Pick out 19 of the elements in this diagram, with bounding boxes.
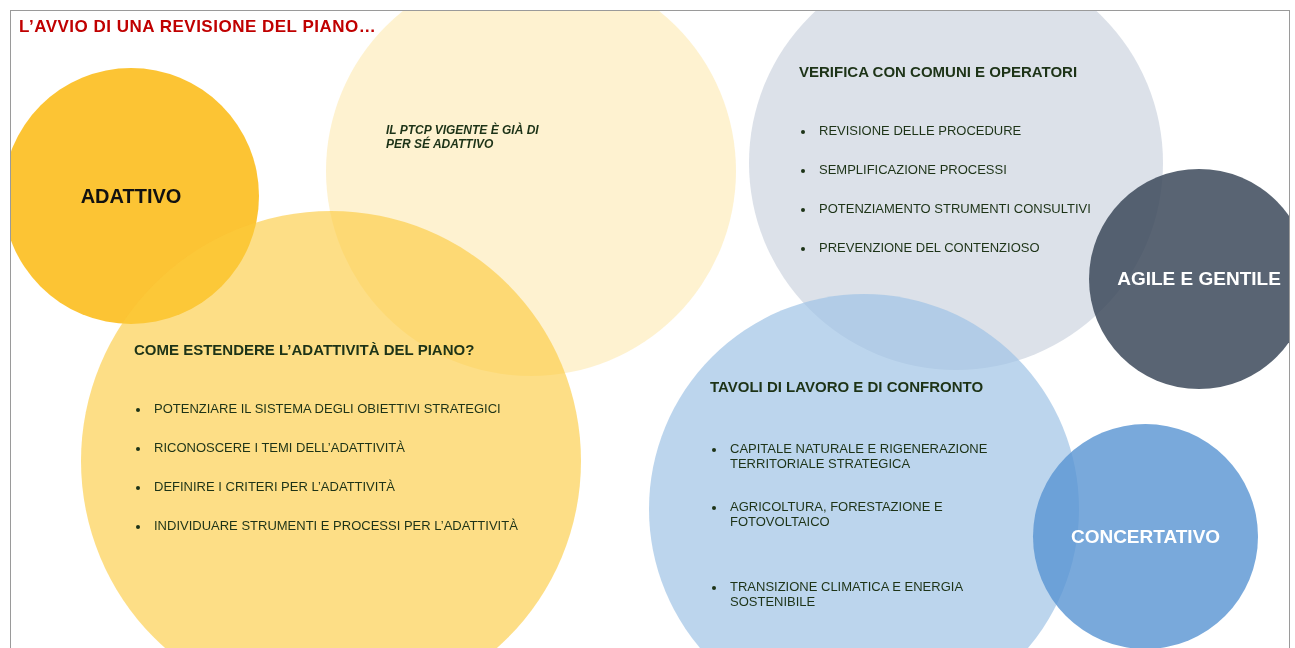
note-text: IL PTCP VIGENTE È GIÀ DI PER SÉ ADATTIVO bbox=[386, 123, 540, 151]
bullet-item: DEFINIRE I CRITERI PER L’ADATTIVITÀ bbox=[154, 479, 395, 494]
bullet-item: PREVENZIONE DEL CONTENZIOSO bbox=[819, 240, 1040, 255]
circle-heading: COME ESTENDERE L’ADATTIVITÀ DEL PIANO? bbox=[134, 341, 476, 358]
circle-label: ADATTIVO bbox=[80, 184, 182, 208]
bullet-item: SEMPLIFICAZIONE PROCESSI bbox=[819, 162, 1007, 177]
bullet-item: TRANSIZIONE CLIMATICA E ENERGIA SOSTENIBILE bbox=[730, 579, 963, 609]
bullet-item: RICONOSCERE I TEMI DELL’ADATTIVITÀ bbox=[154, 440, 405, 455]
slide-title: L’AVVIO DI UNA REVISIONE DEL PIANO… bbox=[19, 17, 377, 37]
bullet-item: POTENZIAMENTO STRUMENTI CONSULTIVI bbox=[819, 201, 1091, 216]
circle-heading: TAVOLI DI LAVORO E DI CONFRONTO bbox=[710, 378, 985, 395]
circle-heading: VERIFICA CON COMUNI E OPERATORI bbox=[799, 63, 1079, 80]
circle-label: CONCERTATIVO bbox=[1070, 525, 1221, 548]
bullet-item: CAPITALE NATURALE E RIGENERAZIONE TERRITORIALE STRATEGICA bbox=[730, 441, 988, 471]
bullet-item: AGRICOLTURA, FORESTAZIONE E FOTOVOLTAICO bbox=[730, 499, 943, 529]
circle-label: AGILE E GENTILE bbox=[1117, 268, 1281, 290]
bullet-item: REVISIONE DELLE PROCEDURE bbox=[819, 123, 1022, 138]
bullet-item: INDIVIDUARE STRUMENTI E PROCESSI PER L’ADATTIVITÀ bbox=[154, 518, 518, 533]
bullet-item: POTENZIARE IL SISTEMA DEGLI OBIETTIVI STRATEGICI bbox=[154, 401, 501, 416]
